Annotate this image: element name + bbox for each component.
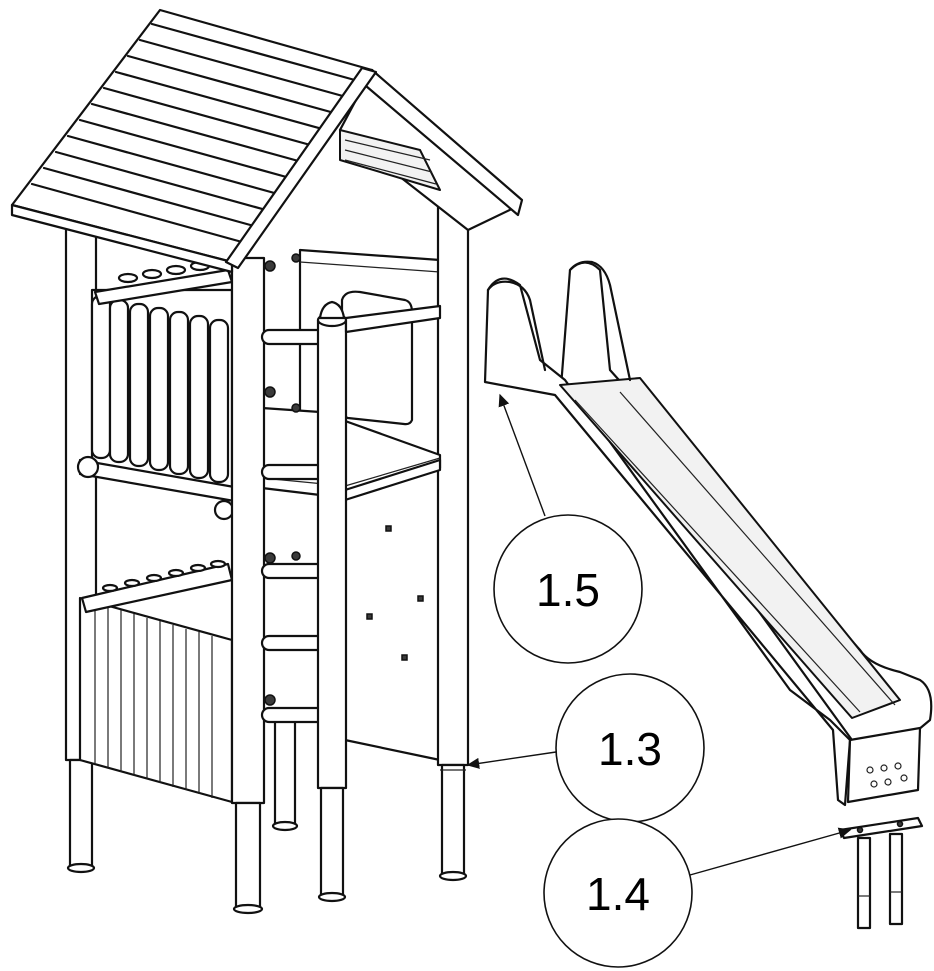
leader-line bbox=[466, 751, 557, 769]
callout-1-4: 1.4 bbox=[543, 818, 852, 968]
callout-circle bbox=[543, 818, 693, 968]
ladder bbox=[260, 253, 328, 724]
panel-bolts bbox=[366, 525, 424, 661]
callout-1-5: 1.5 bbox=[493, 393, 643, 664]
handrail bbox=[344, 304, 442, 334]
leader-line bbox=[498, 393, 546, 517]
exit-holes bbox=[866, 762, 908, 788]
post-front-center bbox=[316, 300, 442, 903]
lower-plank-wall bbox=[78, 559, 234, 804]
roof-corrugations bbox=[30, 22, 364, 244]
play-tower bbox=[10, 8, 524, 915]
leader-line bbox=[689, 827, 852, 876]
callout-label: 1.5 bbox=[536, 564, 600, 616]
callout-label: 1.4 bbox=[586, 868, 650, 920]
post-back-center bbox=[271, 708, 299, 832]
callout-circle bbox=[493, 514, 643, 664]
slide-foot-anchor bbox=[838, 816, 924, 930]
roof bbox=[10, 8, 524, 274]
callout-1-3: 1.3 bbox=[466, 673, 705, 823]
slide bbox=[483, 260, 933, 807]
upper-log-wall bbox=[76, 260, 242, 521]
post-front-left bbox=[230, 256, 266, 915]
callout-label: 1.3 bbox=[598, 723, 662, 775]
post-back-right bbox=[436, 168, 470, 882]
